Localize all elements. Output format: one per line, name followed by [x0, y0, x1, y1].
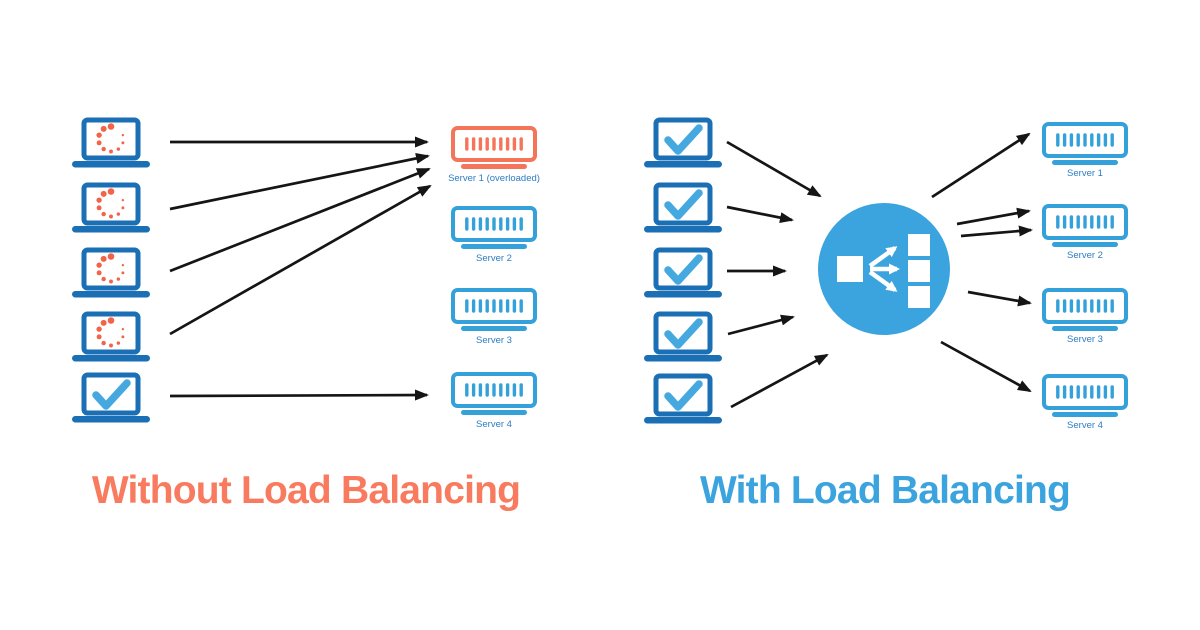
without-lb-panel: Server 1 (overloaded) Server 2 Server 3 … [72, 120, 540, 512]
right-server-2: Server 2 [1042, 204, 1128, 261]
with-lb-title: With Load Balancing [700, 469, 1070, 512]
server-icon [451, 372, 537, 417]
right-client-laptop-3 [644, 250, 722, 298]
server-label: Server 3 [1067, 334, 1103, 345]
lb-distribute-arrow-up [868, 246, 898, 268]
server-label: Server 2 [1067, 250, 1103, 261]
left-server-1-overloaded: Server 1 (overloaded) [448, 126, 540, 184]
server-icon [1042, 374, 1128, 419]
server-label: Server 3 [476, 335, 512, 346]
left-client-laptop-1 [72, 120, 150, 168]
server-label: Server 4 [476, 419, 512, 430]
without-lb-title: Without Load Balancing [92, 469, 520, 512]
left-client-laptop-2 [72, 185, 150, 233]
arrow-lb-to-server2-a [956, 207, 1031, 226]
server-overloaded-icon [451, 126, 537, 171]
right-client-laptop-4 [644, 314, 722, 362]
lb-input-node [837, 256, 863, 282]
lb-output-node-2 [908, 260, 930, 282]
left-server-3: Server 3 [451, 288, 537, 346]
arrow-lb-to-server1 [931, 132, 1031, 199]
server-icon [1042, 122, 1128, 167]
server-icon [1042, 288, 1128, 333]
server-label: Server 4 [1067, 420, 1103, 431]
lb-output-node-3 [908, 286, 930, 308]
right-server-1: Server 1 [1042, 122, 1128, 179]
left-client-laptop-5 [72, 375, 150, 423]
left-server-4: Server 4 [451, 372, 537, 430]
with-lb-panel: Server 1 Server 2 Server 3 Server 4 With… [644, 120, 1128, 512]
right-server-4: Server 4 [1042, 374, 1128, 431]
left-client-laptop-4 [72, 314, 150, 362]
arrow-lb-to-server2-b [960, 225, 1033, 238]
arrow-client4-to-server1 [169, 184, 432, 336]
server-label: Server 2 [476, 253, 512, 264]
left-client-laptop-3 [72, 250, 150, 298]
server-icon [451, 288, 537, 333]
arrow-client4-to-lb [727, 314, 795, 336]
right-client-laptop-5 [644, 376, 722, 424]
arrow-client5-to-lb [730, 353, 829, 409]
server-label: Server 1 (overloaded) [448, 173, 540, 184]
arrow-lb-to-server4 [940, 340, 1032, 393]
arrow-client2-to-lb [726, 205, 794, 224]
right-server-3: Server 3 [1042, 288, 1128, 345]
server-label: Server 1 [1067, 168, 1103, 179]
server-icon [1042, 204, 1128, 249]
arrow-client1-to-lb [726, 140, 822, 198]
lb-distribute-arrow-down [868, 270, 898, 292]
lb-output-node-1 [908, 234, 930, 256]
left-server-2: Server 2 [451, 206, 537, 264]
arrow-lb-to-server3 [967, 290, 1032, 307]
right-client-laptop-2 [644, 185, 722, 233]
right-client-laptop-1 [644, 120, 722, 168]
arrow-client5-to-server4 [169, 389, 429, 401]
load-balancer-icon [818, 203, 950, 335]
arrow-client2-to-server1 [169, 153, 430, 211]
server-icon [451, 206, 537, 251]
arrow-client3-to-server1 [169, 167, 431, 273]
